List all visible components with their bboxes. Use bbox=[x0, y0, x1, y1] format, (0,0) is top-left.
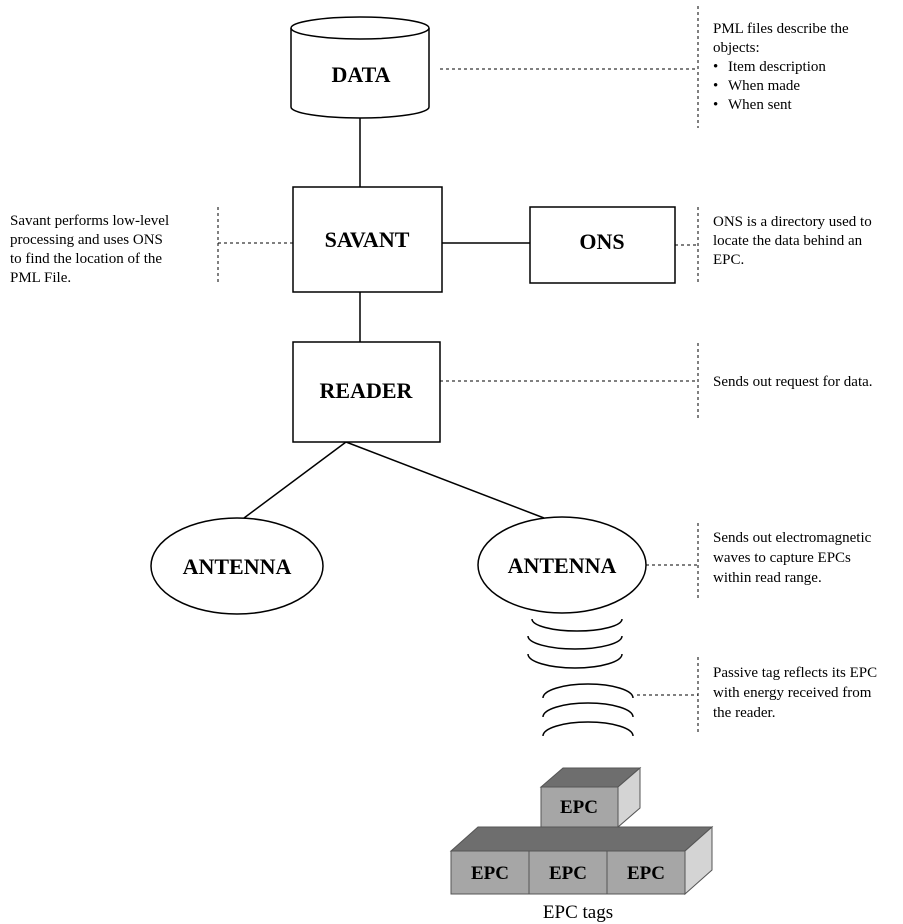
epc-bottom-row-top bbox=[449, 826, 714, 852]
epc-tag-front bbox=[606, 850, 686, 895]
reflection-wave-arc bbox=[542, 683, 634, 699]
antenna-left-node: ANTENNA bbox=[150, 517, 324, 615]
bullet-icon: • bbox=[713, 97, 718, 113]
reflection-wave-arc bbox=[542, 721, 634, 737]
reader-note: Sends out request for data. bbox=[713, 374, 873, 390]
antenna-left-ellipse bbox=[150, 517, 324, 615]
pml-note-line: PML files describe the bbox=[713, 21, 849, 37]
reader-box bbox=[292, 341, 441, 443]
reader-note-line: Sends out request for data. bbox=[713, 374, 873, 390]
savant-box bbox=[292, 186, 443, 293]
tag-reflection-waves bbox=[542, 683, 634, 737]
antenna-left-label: ANTENNA bbox=[183, 554, 292, 579]
epc-tag-label: EPC bbox=[549, 863, 587, 884]
ons-note-line: ONS is a directory used to bbox=[713, 214, 872, 230]
savant-note-line: PML File. bbox=[10, 270, 71, 286]
savant-note-line: processing and uses ONS bbox=[10, 232, 163, 248]
bullet-icon: • bbox=[713, 59, 718, 75]
data-store-node: DATA bbox=[290, 16, 430, 119]
data-cylinder-body bbox=[290, 28, 430, 119]
ons-note-line: locate the data behind an bbox=[713, 233, 863, 249]
savant-node: SAVANT bbox=[292, 186, 443, 293]
bullet-icon: • bbox=[713, 78, 718, 94]
ons-node: ONS bbox=[529, 206, 676, 284]
passive-tag-note-line: Passive tag reflects its EPC bbox=[713, 665, 877, 681]
antenna-right-label: ANTENNA bbox=[508, 553, 617, 578]
data-cylinder-top bbox=[290, 16, 430, 40]
ons-note-line: EPC. bbox=[713, 252, 744, 268]
epc-tag-labels: EPC EPC EPC EPC EPC tags bbox=[471, 797, 665, 923]
pml-note-line: objects: bbox=[713, 40, 760, 56]
antenna-note: Sends out electromagnetic waves to captu… bbox=[713, 530, 872, 586]
reflection-wave-arc bbox=[542, 702, 634, 718]
passive-tag-note-line: with energy received from bbox=[713, 685, 872, 701]
epc-tag-front bbox=[528, 850, 608, 895]
epc-tags-caption: EPC tags bbox=[543, 902, 613, 923]
antenna-note-line: within read range. bbox=[713, 570, 822, 586]
pml-note: PML files describe the objects: • Item d… bbox=[713, 21, 849, 113]
ons-box bbox=[529, 206, 676, 284]
reader-antenna-left-connector bbox=[243, 441, 347, 519]
epc-top-label: EPC bbox=[560, 797, 598, 818]
reader-label: READER bbox=[320, 378, 414, 403]
connectors bbox=[243, 118, 545, 519]
pml-note-bullet: When sent bbox=[728, 97, 793, 113]
pml-note-bullet: Item description bbox=[728, 59, 826, 75]
ons-note: ONS is a directory used to locate the da… bbox=[713, 214, 872, 268]
antenna-wave-arc bbox=[527, 653, 623, 669]
passive-tag-note: Passive tag reflects its EPC with energy… bbox=[713, 665, 877, 721]
antenna-right-ellipse bbox=[477, 516, 647, 614]
data-label: DATA bbox=[331, 62, 390, 87]
reader-node: READER bbox=[292, 341, 441, 443]
antenna-right-node: ANTENNA bbox=[477, 516, 647, 614]
antenna-wave-arc bbox=[531, 618, 623, 632]
savant-note-line: Savant performs low-level bbox=[10, 213, 169, 229]
epc-top-block-front bbox=[540, 786, 619, 828]
passive-tag-note-line: the reader. bbox=[713, 705, 775, 721]
antenna-wave-arc bbox=[527, 635, 623, 650]
leaders bbox=[217, 6, 699, 733]
antenna-waves bbox=[527, 618, 623, 669]
savant-label: SAVANT bbox=[325, 227, 410, 252]
savant-note-line: to find the location of the bbox=[10, 251, 162, 267]
antenna-note-line: waves to capture EPCs bbox=[713, 550, 851, 566]
epc-tag-label: EPC bbox=[471, 863, 509, 884]
epc-tag-label: EPC bbox=[627, 863, 665, 884]
reader-antenna-right-connector bbox=[345, 441, 545, 519]
antenna-note-line: Sends out electromagnetic bbox=[713, 530, 872, 546]
ons-label: ONS bbox=[579, 229, 624, 254]
epc-tags bbox=[449, 766, 714, 896]
savant-note: Savant performs low-level processing and… bbox=[10, 213, 169, 286]
pml-note-bullet: When made bbox=[728, 78, 800, 94]
